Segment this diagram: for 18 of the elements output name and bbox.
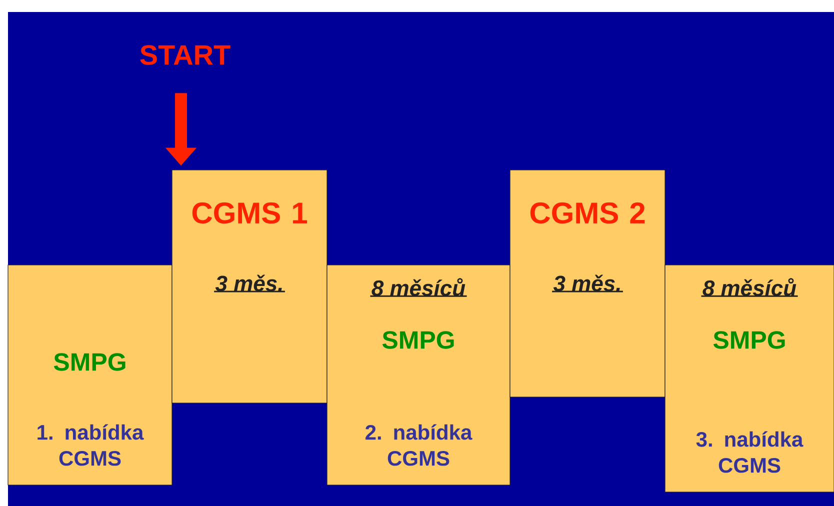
- stage-box: [510, 170, 666, 398]
- method-text: SMPG: [713, 331, 785, 349]
- stage-box: [172, 170, 328, 404]
- title-text: CGMS 1: [192, 202, 307, 224]
- duration-text: 8 měsíců: [370, 278, 467, 297]
- offer-text: 3. nabídka CGMS: [696, 431, 804, 473]
- method-text: SMPG: [54, 353, 126, 371]
- title-text: CGMS 2: [530, 202, 645, 224]
- offer-text: 1. nabídka CGMS: [38, 424, 144, 466]
- duration-text: 8 měsíců: [701, 278, 798, 297]
- start-label: START: [140, 45, 230, 65]
- method-text: SMPG: [382, 331, 454, 349]
- stage-box: [8, 264, 172, 486]
- offer-text: 2. nabídka CGMS: [366, 424, 472, 466]
- duration-text: 3 měs.: [214, 274, 285, 292]
- stage-box: [326, 264, 510, 486]
- duration-text: 3 měs.: [552, 274, 623, 292]
- stage-box: [664, 264, 834, 492]
